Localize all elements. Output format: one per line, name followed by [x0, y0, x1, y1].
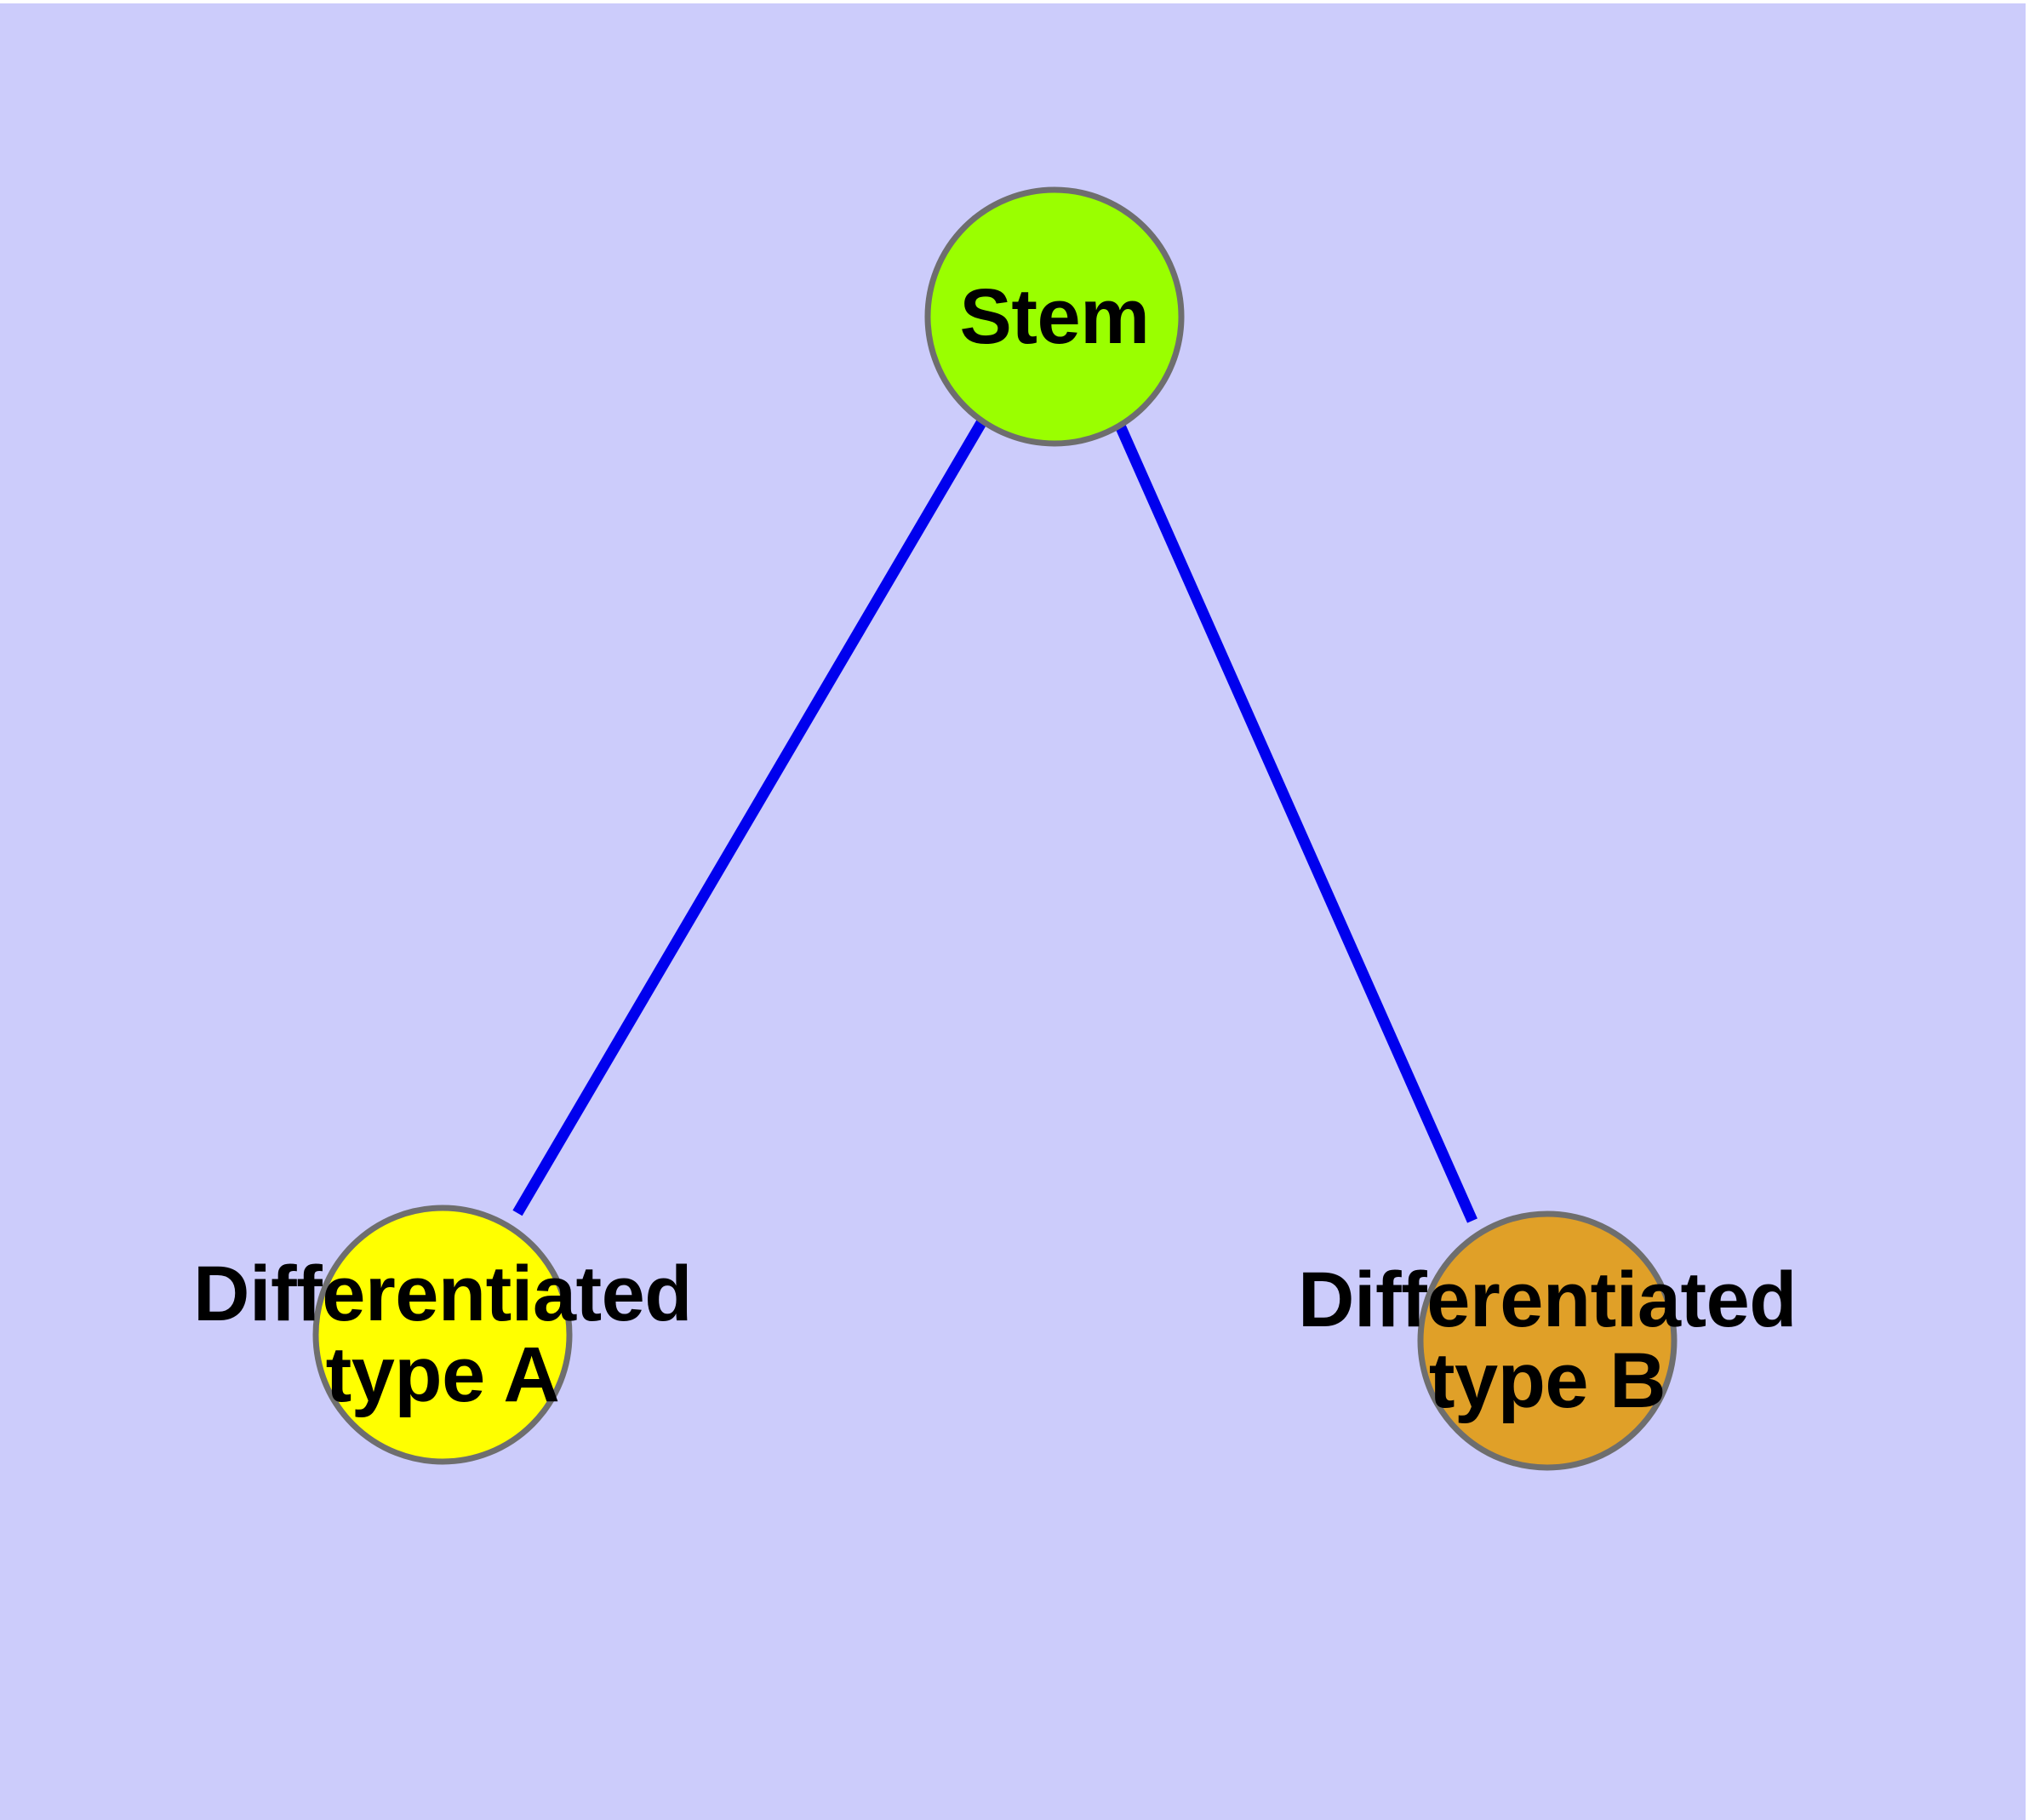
node-stem-circle[interactable]: [924, 186, 1185, 447]
edge-layer: [512, 418, 1477, 1223]
node-differentiated-type-a-circle[interactable]: [312, 1205, 573, 1465]
edge-stem-to-differentiated-type-a: [512, 418, 987, 1216]
edge-stem-to-differentiated-type-b: [1115, 423, 1477, 1223]
node-differentiated-type-b-circle[interactable]: [1417, 1210, 1677, 1471]
node-layer: [312, 186, 1677, 1471]
